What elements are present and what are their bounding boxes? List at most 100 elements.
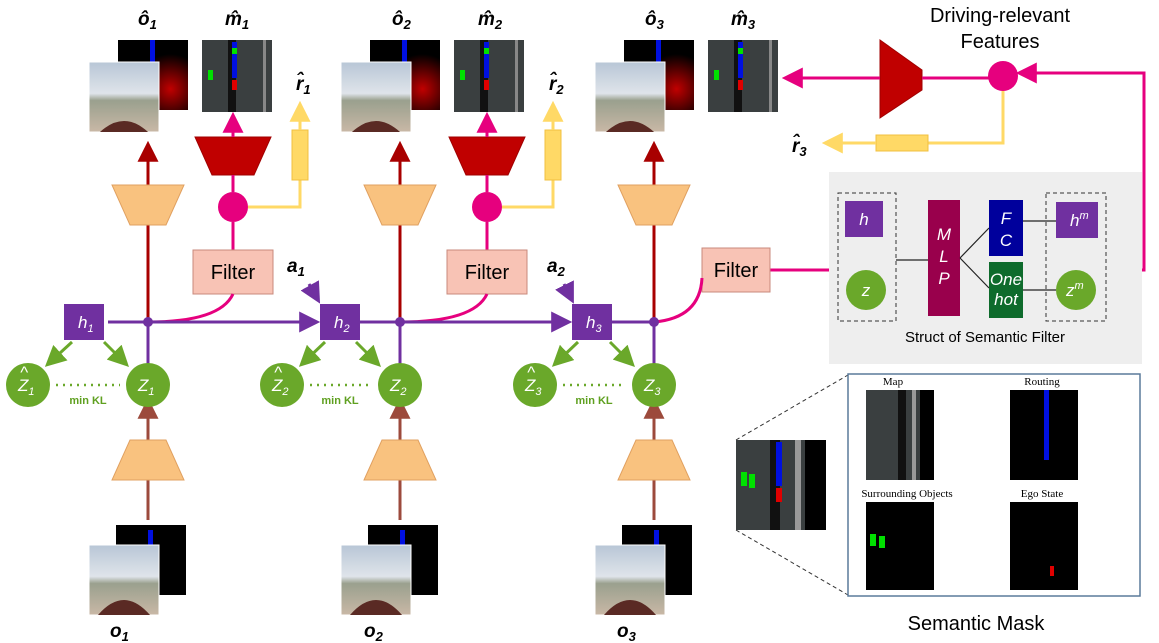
m-hat-2-image bbox=[454, 40, 524, 112]
zhat3-label: Z3 bbox=[524, 376, 542, 398]
filter-label-1: Filter bbox=[211, 262, 256, 284]
driving-features-line1: Driving-relevant bbox=[930, 5, 1070, 27]
a-2-label: a2 bbox=[547, 256, 566, 279]
top-labels: ô1 m̂1 r̂1 ô2 m̂2 r̂2 ô3 m̂3 r̂3 Driving… bbox=[138, 5, 1070, 159]
struct-z-node bbox=[846, 270, 886, 310]
mask-map-title: Map bbox=[883, 376, 904, 388]
struct-hm-label: hm bbox=[1070, 210, 1089, 230]
obs-encoder-2 bbox=[363, 439, 437, 481]
o-2-label: o2 bbox=[364, 621, 384, 643]
h1-label: h1 bbox=[78, 313, 94, 335]
semantic-filter-struct: h z M L P F C One hot hm zm Struct of Se… bbox=[829, 172, 1142, 364]
zhat2-label: Z2 bbox=[271, 376, 289, 398]
struct-z-label: z bbox=[861, 281, 871, 300]
filter-box-2 bbox=[446, 249, 528, 295]
h3-label: h3 bbox=[586, 313, 602, 335]
mlp-label-3: P bbox=[938, 269, 950, 288]
mask-decoder-3 bbox=[879, 39, 923, 119]
m-hat-3-label: m̂3 bbox=[731, 9, 756, 32]
mask-map-image bbox=[866, 390, 934, 480]
h2-label: h2 bbox=[334, 313, 350, 335]
obs-encoder-1 bbox=[111, 439, 185, 481]
z2-label: Z2 bbox=[389, 376, 407, 398]
z1-label: Z1 bbox=[137, 376, 155, 398]
mask-routing-image bbox=[1010, 390, 1078, 480]
m-hat-2-label: m̂2 bbox=[478, 9, 503, 32]
o-hat-1-label: ô1 bbox=[138, 9, 157, 32]
o-2-image bbox=[340, 525, 438, 616]
mask-ego-title: Ego State bbox=[1021, 488, 1064, 500]
z2-node bbox=[378, 363, 422, 407]
mask-routing-title: Routing bbox=[1024, 376, 1060, 388]
struct-h-label: h bbox=[859, 210, 868, 229]
obs-decoder-3 bbox=[617, 184, 691, 226]
struct-hm-node bbox=[1056, 202, 1098, 238]
r-hat-1-label: r̂1 bbox=[296, 73, 311, 97]
zhat1-hat: ^ bbox=[20, 363, 29, 382]
a-1-label: a1 bbox=[287, 256, 305, 279]
o-3-image bbox=[594, 525, 692, 616]
r-hat-2-label: r̂2 bbox=[549, 73, 564, 97]
struct-h-node bbox=[845, 201, 883, 237]
mask-decoder-2 bbox=[448, 136, 526, 176]
z3-label: Z3 bbox=[643, 376, 661, 398]
h2-node bbox=[320, 304, 360, 340]
feature-node-3 bbox=[988, 61, 1018, 91]
feature-circles bbox=[218, 61, 1018, 222]
onehot-label-1: One bbox=[990, 270, 1022, 289]
min-kl-2: min KL bbox=[321, 395, 359, 407]
struct-zm-node bbox=[1056, 270, 1096, 310]
mask-decoder-1 bbox=[194, 136, 272, 176]
reconstructed-observations bbox=[88, 40, 778, 133]
obs-encoder-3 bbox=[617, 439, 691, 481]
filter-label-2: Filter bbox=[465, 262, 510, 284]
semantic-mask-caption: Semantic Mask bbox=[908, 613, 1046, 635]
o-1-image bbox=[88, 525, 186, 616]
reward-head-1 bbox=[291, 129, 309, 181]
o-hat-2-label: ô2 bbox=[392, 9, 412, 32]
latent-nodes: Z1 ^ Z1 Z2 ^ Z2 Z3 ^ Z3 min KL min KL mi… bbox=[6, 340, 676, 407]
o-hat-3-label: ô3 bbox=[645, 9, 665, 32]
input-observations: o1 o2 o3 bbox=[88, 525, 692, 643]
o-1-label: o1 bbox=[110, 621, 129, 643]
trapezoids bbox=[111, 39, 923, 481]
driving-features-line2: Features bbox=[961, 31, 1040, 53]
o-hat-3-image bbox=[594, 40, 694, 133]
obs-decoder-1 bbox=[111, 184, 185, 226]
reward-head-2 bbox=[544, 129, 562, 181]
o-hat-1-image bbox=[88, 40, 188, 133]
r-hat-3-label: r̂3 bbox=[792, 135, 807, 159]
feature-node-1 bbox=[218, 192, 248, 222]
filter-box-1 bbox=[192, 249, 274, 295]
mask-surrounding-image bbox=[866, 502, 934, 590]
hidden-state-chain: h1 h2 h3 a1 a2 bbox=[64, 256, 659, 340]
zhat1-label: Z1 bbox=[17, 376, 35, 398]
onehot-label-2: hot bbox=[994, 290, 1019, 309]
onehot-block bbox=[989, 262, 1023, 318]
min-kl-3: min KL bbox=[575, 395, 613, 407]
mlp-label-2: L bbox=[939, 247, 948, 266]
struct-caption: Struct of Semantic Filter bbox=[905, 329, 1065, 346]
mlp-label-1: M bbox=[937, 225, 952, 244]
filter-label-3: Filter bbox=[714, 260, 759, 282]
fc-label-2: C bbox=[1000, 231, 1013, 250]
zhat3-hat: ^ bbox=[527, 363, 536, 382]
zhat2-hat: ^ bbox=[274, 363, 283, 382]
h3-node bbox=[572, 304, 612, 340]
h1-node bbox=[64, 304, 104, 340]
struct-zm-label: zm bbox=[1065, 280, 1084, 300]
decoder-arrows bbox=[137, 140, 665, 520]
reward-head-3 bbox=[875, 134, 929, 152]
m-hat-1-label: m̂1 bbox=[225, 9, 249, 32]
feature-node-2 bbox=[472, 192, 502, 222]
combined-mask-image bbox=[736, 440, 826, 530]
filter-box-3 bbox=[701, 247, 771, 293]
zhat2-node bbox=[260, 363, 304, 407]
m-hat-3-image bbox=[708, 40, 778, 112]
o-3-label: o3 bbox=[617, 621, 637, 643]
fc-block bbox=[989, 200, 1023, 256]
mask-ego-image bbox=[1010, 502, 1078, 590]
min-kl-1: min KL bbox=[69, 395, 107, 407]
m-hat-1-image bbox=[202, 40, 272, 112]
